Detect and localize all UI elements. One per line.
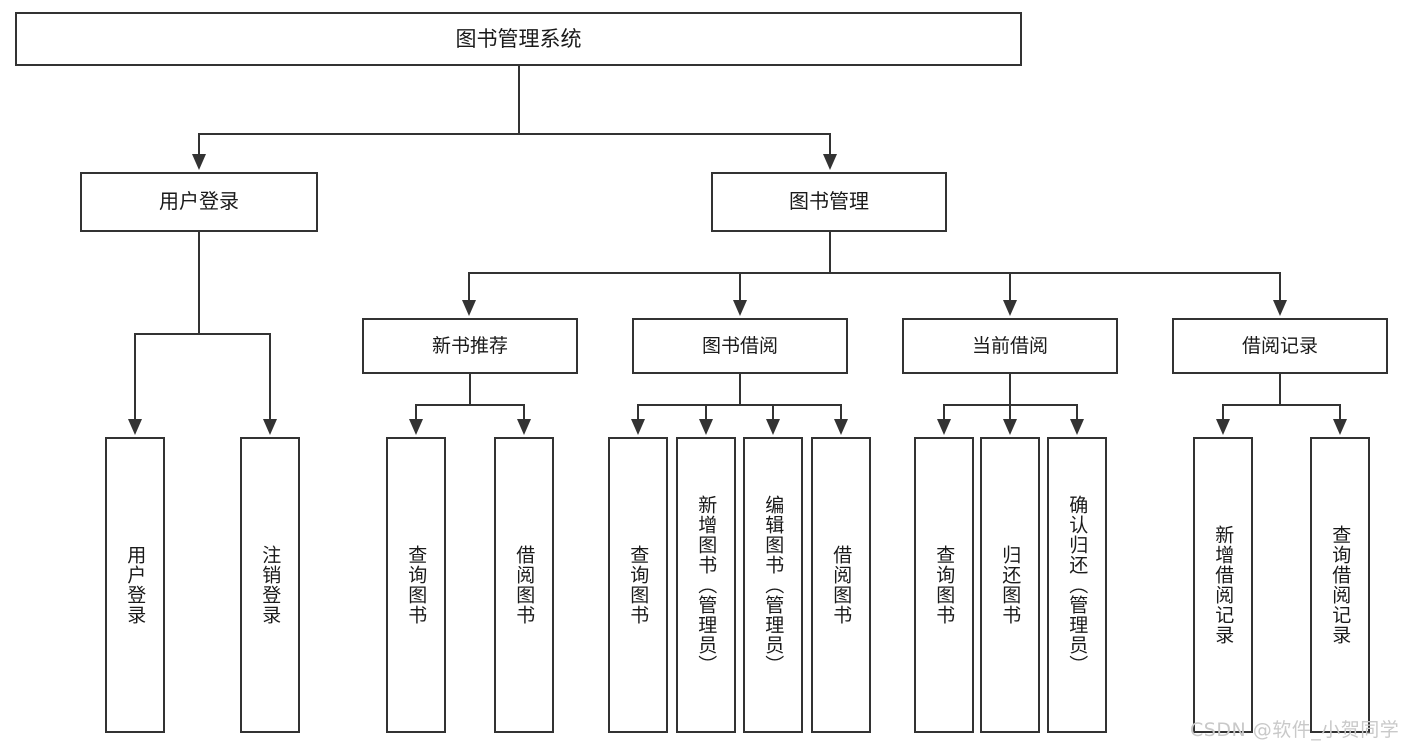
connector-userlogin-drop-1 — [269, 333, 271, 421]
leaf-query-borrow-record-label: 查询借阅记录 — [1329, 525, 1352, 645]
connector-bookborrow-drop-0 — [637, 404, 639, 421]
connector-borrowrecord-drop-0 — [1222, 404, 1224, 421]
connector-borrowrecord-bus — [1222, 404, 1341, 406]
connector-root-bus — [198, 133, 830, 135]
connector-bookborrow-drop-3 — [840, 404, 842, 421]
connector-bookborrow-stem — [739, 374, 741, 404]
node-borrow-record[interactable]: 借阅记录 — [1172, 318, 1388, 374]
leaf-query-book-borrow[interactable]: 查询图书 — [608, 437, 668, 733]
connector-userlogin-bus — [134, 333, 271, 335]
connector-newbook-drop-0 — [415, 404, 417, 421]
connector-currentborrow-drop-0 — [943, 404, 945, 421]
arrowhead-bookmgmt-drop-0 — [462, 300, 476, 316]
node-current-borrow[interactable]: 当前借阅 — [902, 318, 1118, 374]
connector-currentborrow-stem — [1009, 374, 1011, 404]
connector-newbook-bus — [415, 404, 525, 406]
leaf-query-borrow-record[interactable]: 查询借阅记录 — [1310, 437, 1370, 733]
arrowhead-root-to-level2-1 — [823, 154, 837, 170]
arrowhead-currentborrow-drop-1 — [1003, 419, 1017, 435]
leaf-add-book-admin[interactable]: 新增图书（管理员） — [676, 437, 736, 733]
node-new-book-recommend-label: 新书推荐 — [431, 334, 508, 357]
leaf-add-book-admin-label: 新增图书（管理员） — [695, 495, 718, 675]
leaf-query-book-current[interactable]: 查询图书 — [914, 437, 974, 733]
arrowhead-bookborrow-drop-1 — [699, 419, 713, 435]
node-root[interactable]: 图书管理系统 — [15, 12, 1022, 66]
leaf-return-book-label: 归还图书 — [999, 545, 1022, 625]
arrowhead-newbook-drop-0 — [409, 419, 423, 435]
leaf-borrow-book-newbook-label: 借阅图书 — [513, 545, 536, 625]
node-new-book-recommend[interactable]: 新书推荐 — [362, 318, 578, 374]
connector-bookmgmt-drop-2 — [1009, 272, 1011, 302]
leaf-edit-book-admin[interactable]: 编辑图书（管理员） — [743, 437, 803, 733]
arrowhead-root-to-level2-0 — [192, 154, 206, 170]
arrowhead-userlogin-drop-1 — [263, 419, 277, 435]
connector-bookmgmt-drop-0 — [468, 272, 470, 302]
leaf-confirm-return-admin[interactable]: 确认归还（管理员） — [1047, 437, 1107, 733]
arrowhead-bookborrow-drop-2 — [766, 419, 780, 435]
node-borrow-record-label: 借阅记录 — [1241, 334, 1318, 357]
connector-userlogin-stem — [198, 232, 200, 333]
csdn-watermark: CSDN @软件_小贺同学 — [1190, 719, 1400, 741]
node-current-borrow-label: 当前借阅 — [971, 334, 1048, 357]
arrowhead-borrowrecord-drop-0 — [1216, 419, 1230, 435]
arrowhead-newbook-drop-1 — [517, 419, 531, 435]
connector-userlogin-drop-0 — [134, 333, 136, 421]
leaf-add-borrow-record[interactable]: 新增借阅记录 — [1193, 437, 1253, 733]
leaf-return-book[interactable]: 归还图书 — [980, 437, 1040, 733]
arrowhead-bookborrow-drop-3 — [834, 419, 848, 435]
connector-bookborrow-drop-1 — [705, 404, 707, 421]
connector-root-stem — [518, 66, 520, 133]
leaf-user-login-label: 用户登录 — [124, 545, 147, 625]
leaf-query-book-current-label: 查询图书 — [933, 545, 956, 625]
connector-borrowrecord-stem — [1279, 374, 1281, 404]
node-book-management-label: 图书管理 — [789, 189, 869, 214]
leaf-query-book-newbook[interactable]: 查询图书 — [386, 437, 446, 733]
leaf-query-book-newbook-label: 查询图书 — [405, 545, 428, 625]
connector-bookborrow-drop-2 — [772, 404, 774, 421]
connector-root-to-level2-0 — [198, 133, 200, 156]
connector-bookborrow-bus — [637, 404, 842, 406]
node-book-borrow[interactable]: 图书借阅 — [632, 318, 848, 374]
node-user-login-label: 用户登录 — [159, 189, 239, 214]
leaf-borrow-book-label: 借阅图书 — [830, 545, 853, 625]
arrowhead-currentborrow-drop-0 — [937, 419, 951, 435]
leaf-edit-book-admin-label: 编辑图书（管理员） — [762, 495, 785, 675]
connector-currentborrow-drop-1 — [1009, 404, 1011, 421]
connector-newbook-stem — [469, 374, 471, 404]
leaf-add-borrow-record-label: 新增借阅记录 — [1212, 525, 1235, 645]
node-book-management[interactable]: 图书管理 — [711, 172, 947, 232]
connector-root-to-level2-1 — [829, 133, 831, 156]
arrowhead-bookmgmt-drop-3 — [1273, 300, 1287, 316]
leaf-borrow-book[interactable]: 借阅图书 — [811, 437, 871, 733]
connector-bookmgmt-stem — [829, 232, 831, 272]
connector-bookmgmt-bus — [468, 272, 1280, 274]
leaf-user-login[interactable]: 用户登录 — [105, 437, 165, 733]
leaf-borrow-book-newbook[interactable]: 借阅图书 — [494, 437, 554, 733]
connector-bookmgmt-drop-1 — [739, 272, 741, 302]
node-root-label: 图书管理系统 — [455, 26, 582, 51]
arrowhead-bookmgmt-drop-2 — [1003, 300, 1017, 316]
connector-currentborrow-drop-2 — [1076, 404, 1078, 421]
arrowhead-userlogin-drop-0 — [128, 419, 142, 435]
arrowhead-bookmgmt-drop-1 — [733, 300, 747, 316]
leaf-logout-label: 注销登录 — [259, 545, 282, 625]
leaf-confirm-return-admin-label: 确认归还（管理员） — [1066, 495, 1089, 675]
arrowhead-borrowrecord-drop-1 — [1333, 419, 1347, 435]
arrowhead-currentborrow-drop-2 — [1070, 419, 1084, 435]
arrowhead-bookborrow-drop-0 — [631, 419, 645, 435]
connector-bookmgmt-drop-3 — [1279, 272, 1281, 302]
connector-newbook-drop-1 — [523, 404, 525, 421]
leaf-logout[interactable]: 注销登录 — [240, 437, 300, 733]
node-book-borrow-label: 图书借阅 — [701, 334, 778, 357]
leaf-query-book-borrow-label: 查询图书 — [627, 545, 650, 625]
connector-borrowrecord-drop-1 — [1339, 404, 1341, 421]
node-user-login[interactable]: 用户登录 — [80, 172, 318, 232]
